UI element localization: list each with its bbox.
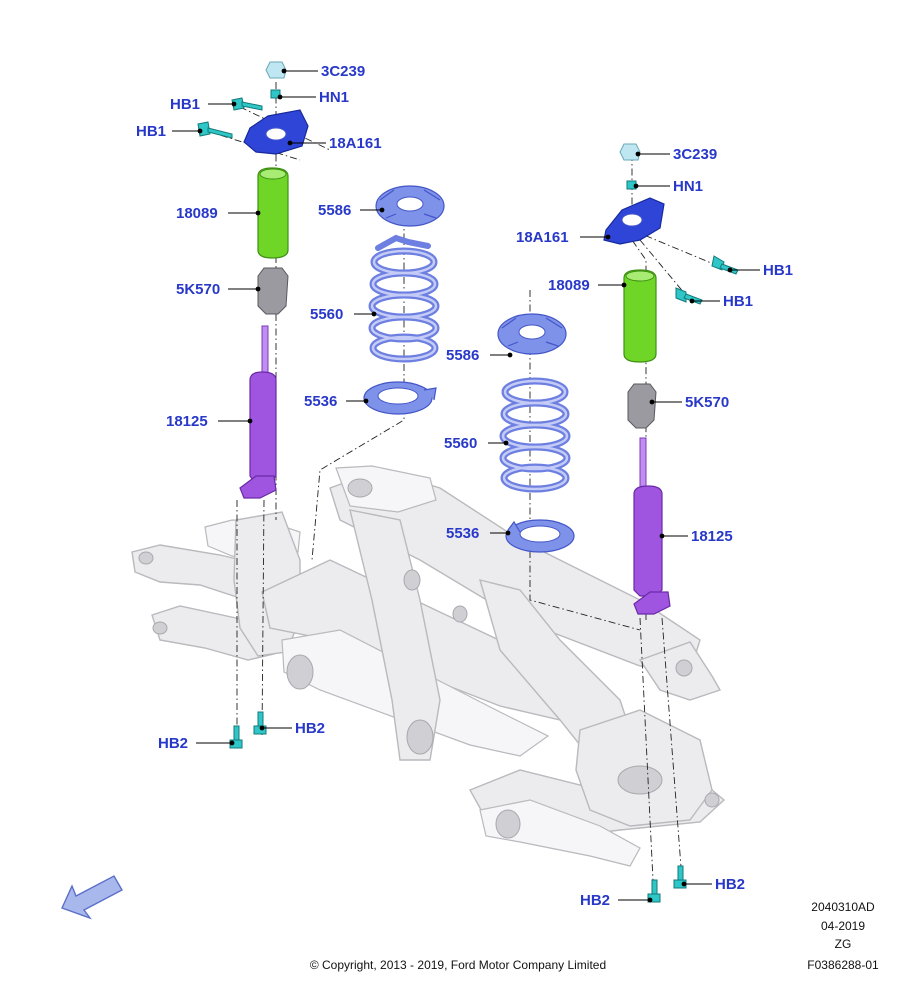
left-shock-absorber-18125 xyxy=(249,371,277,483)
left-bolt-hb2-b xyxy=(253,711,267,735)
left-upper-spring-seat-5586 xyxy=(375,185,445,227)
label-left-5586: 5586 xyxy=(318,202,351,219)
right-coil-spring-5560 xyxy=(499,377,571,493)
left-coil-spring-5560 xyxy=(368,234,440,363)
right-bump-stop-5k570 xyxy=(627,383,657,429)
label-right-hb2-b: HB2 xyxy=(715,876,745,893)
left-dust-boot-18089 xyxy=(257,167,289,259)
label-left-18125: 18125 xyxy=(166,413,208,430)
part-labels: 3C239 HN1 HB1 HB1 18A161 18089 5586 5K57… xyxy=(136,63,793,909)
figure-id: F0386288-01 xyxy=(807,958,879,972)
right-spring-assembly xyxy=(497,313,575,553)
label-right-18089: 18089 xyxy=(548,277,590,294)
left-bolt-hb1-lower xyxy=(197,121,233,139)
label-middle-5560: 5560 xyxy=(444,435,477,452)
label-middle-5586: 5586 xyxy=(446,347,479,364)
left-strut-assembly xyxy=(197,61,309,499)
label-left-5k570: 5K570 xyxy=(176,281,220,298)
label-right-hb1-lower: HB1 xyxy=(723,293,753,310)
label-left-hb2-b: HB2 xyxy=(295,720,325,737)
label-left-3c239: 3C239 xyxy=(321,63,365,80)
label-left-hn1: HN1 xyxy=(319,89,349,106)
drawing-code: 2040310AD xyxy=(811,900,875,914)
right-upper-spring-seat-5586 xyxy=(497,313,567,355)
label-left-hb2-a: HB2 xyxy=(158,735,188,752)
label-left-hb1-upper: HB1 xyxy=(170,96,200,113)
left-spring-assembly xyxy=(363,185,445,415)
label-left-18089: 18089 xyxy=(176,205,218,222)
label-right-3c239: 3C239 xyxy=(673,146,717,163)
right-shock-absorber-18125 xyxy=(633,485,663,597)
right-nut-3c239 xyxy=(619,143,641,161)
left-nut-hn1 xyxy=(270,89,281,99)
left-bump-stop-5k570 xyxy=(257,267,289,315)
right-dust-boot-18089 xyxy=(623,269,657,363)
drawing-date: 04-2019 xyxy=(821,919,865,933)
label-left-18a161: 18A161 xyxy=(329,135,382,152)
left-bolt-hb1-upper xyxy=(231,97,263,111)
right-bolt-hb1-lower xyxy=(675,287,703,305)
right-shock-rod xyxy=(639,437,647,493)
copyright-text: © Copyright, 2013 - 2019, Ford Motor Com… xyxy=(310,958,606,972)
left-nut-3c239 xyxy=(265,61,287,79)
label-right-hb2-a: HB2 xyxy=(580,892,610,909)
drawing-zg: ZG xyxy=(835,937,852,951)
right-lower-spring-seat-5536 xyxy=(505,519,575,553)
label-left-5560: 5560 xyxy=(310,306,343,323)
rear-subframe xyxy=(131,465,726,867)
right-bolt-hb1-upper xyxy=(711,255,739,275)
label-middle-5536: 5536 xyxy=(446,525,479,542)
label-right-5k570: 5K570 xyxy=(685,394,729,411)
label-right-18125: 18125 xyxy=(691,528,733,545)
label-left-hb1-lower: HB1 xyxy=(136,123,166,140)
label-right-18a161: 18A161 xyxy=(516,229,569,246)
label-right-hb1-upper: HB1 xyxy=(763,262,793,279)
footer: © Copyright, 2013 - 2019, Ford Motor Com… xyxy=(310,900,879,972)
label-left-5536: 5536 xyxy=(304,393,337,410)
leader-lines xyxy=(172,68,760,903)
front-direction-arrow-icon xyxy=(61,875,123,920)
label-right-hn1: HN1 xyxy=(673,178,703,195)
left-lower-spring-seat-5536 xyxy=(363,381,437,415)
